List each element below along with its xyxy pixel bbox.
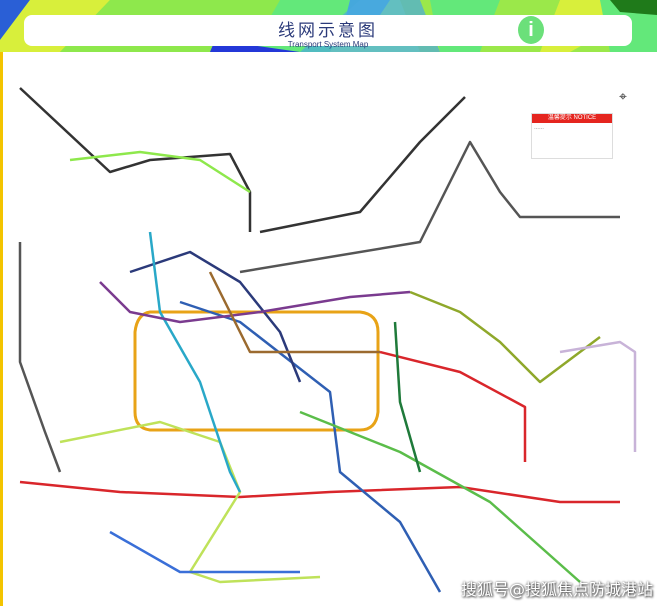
metro-map[interactable]: 温馨提示 NOTICE …… ⌖ 搜狐号@搜狐焦点防城港站 xyxy=(0,52,657,606)
line-purple xyxy=(99,281,411,324)
line-east-gray xyxy=(239,140,620,274)
watermark: 搜狐号@搜狐焦点防城港站 xyxy=(461,580,654,599)
page-subtitle: Transport System Map xyxy=(287,40,369,49)
map-lines xyxy=(18,87,637,593)
line-northwest xyxy=(19,87,252,232)
compass-icon: ⌖ xyxy=(619,88,627,104)
line-south-blue xyxy=(109,530,300,574)
info-icon[interactable]: i xyxy=(518,16,544,44)
line-teal xyxy=(148,231,242,493)
notice-title: 温馨提示 NOTICE xyxy=(532,114,612,123)
line-east-mixed xyxy=(559,340,637,452)
line-lime xyxy=(59,420,321,584)
page-title: 线网示意图 xyxy=(278,21,378,41)
line-darkgreen xyxy=(393,321,422,473)
line-northeast-gray xyxy=(259,96,466,234)
line-west-gray xyxy=(18,242,62,473)
line-olive xyxy=(409,290,601,384)
notice-body: …… xyxy=(534,125,544,131)
line-red-west xyxy=(19,480,620,504)
line-navy xyxy=(129,250,302,383)
line-blue xyxy=(179,300,442,593)
line-red-east xyxy=(379,350,527,462)
line-north-green xyxy=(69,150,251,194)
line-ring xyxy=(133,310,380,432)
header-banner: 线网示意图 Transport System Map i xyxy=(0,0,657,52)
line-brown xyxy=(208,271,380,354)
line-green-diag xyxy=(299,410,581,583)
notice-box: 温馨提示 NOTICE …… xyxy=(531,113,613,159)
